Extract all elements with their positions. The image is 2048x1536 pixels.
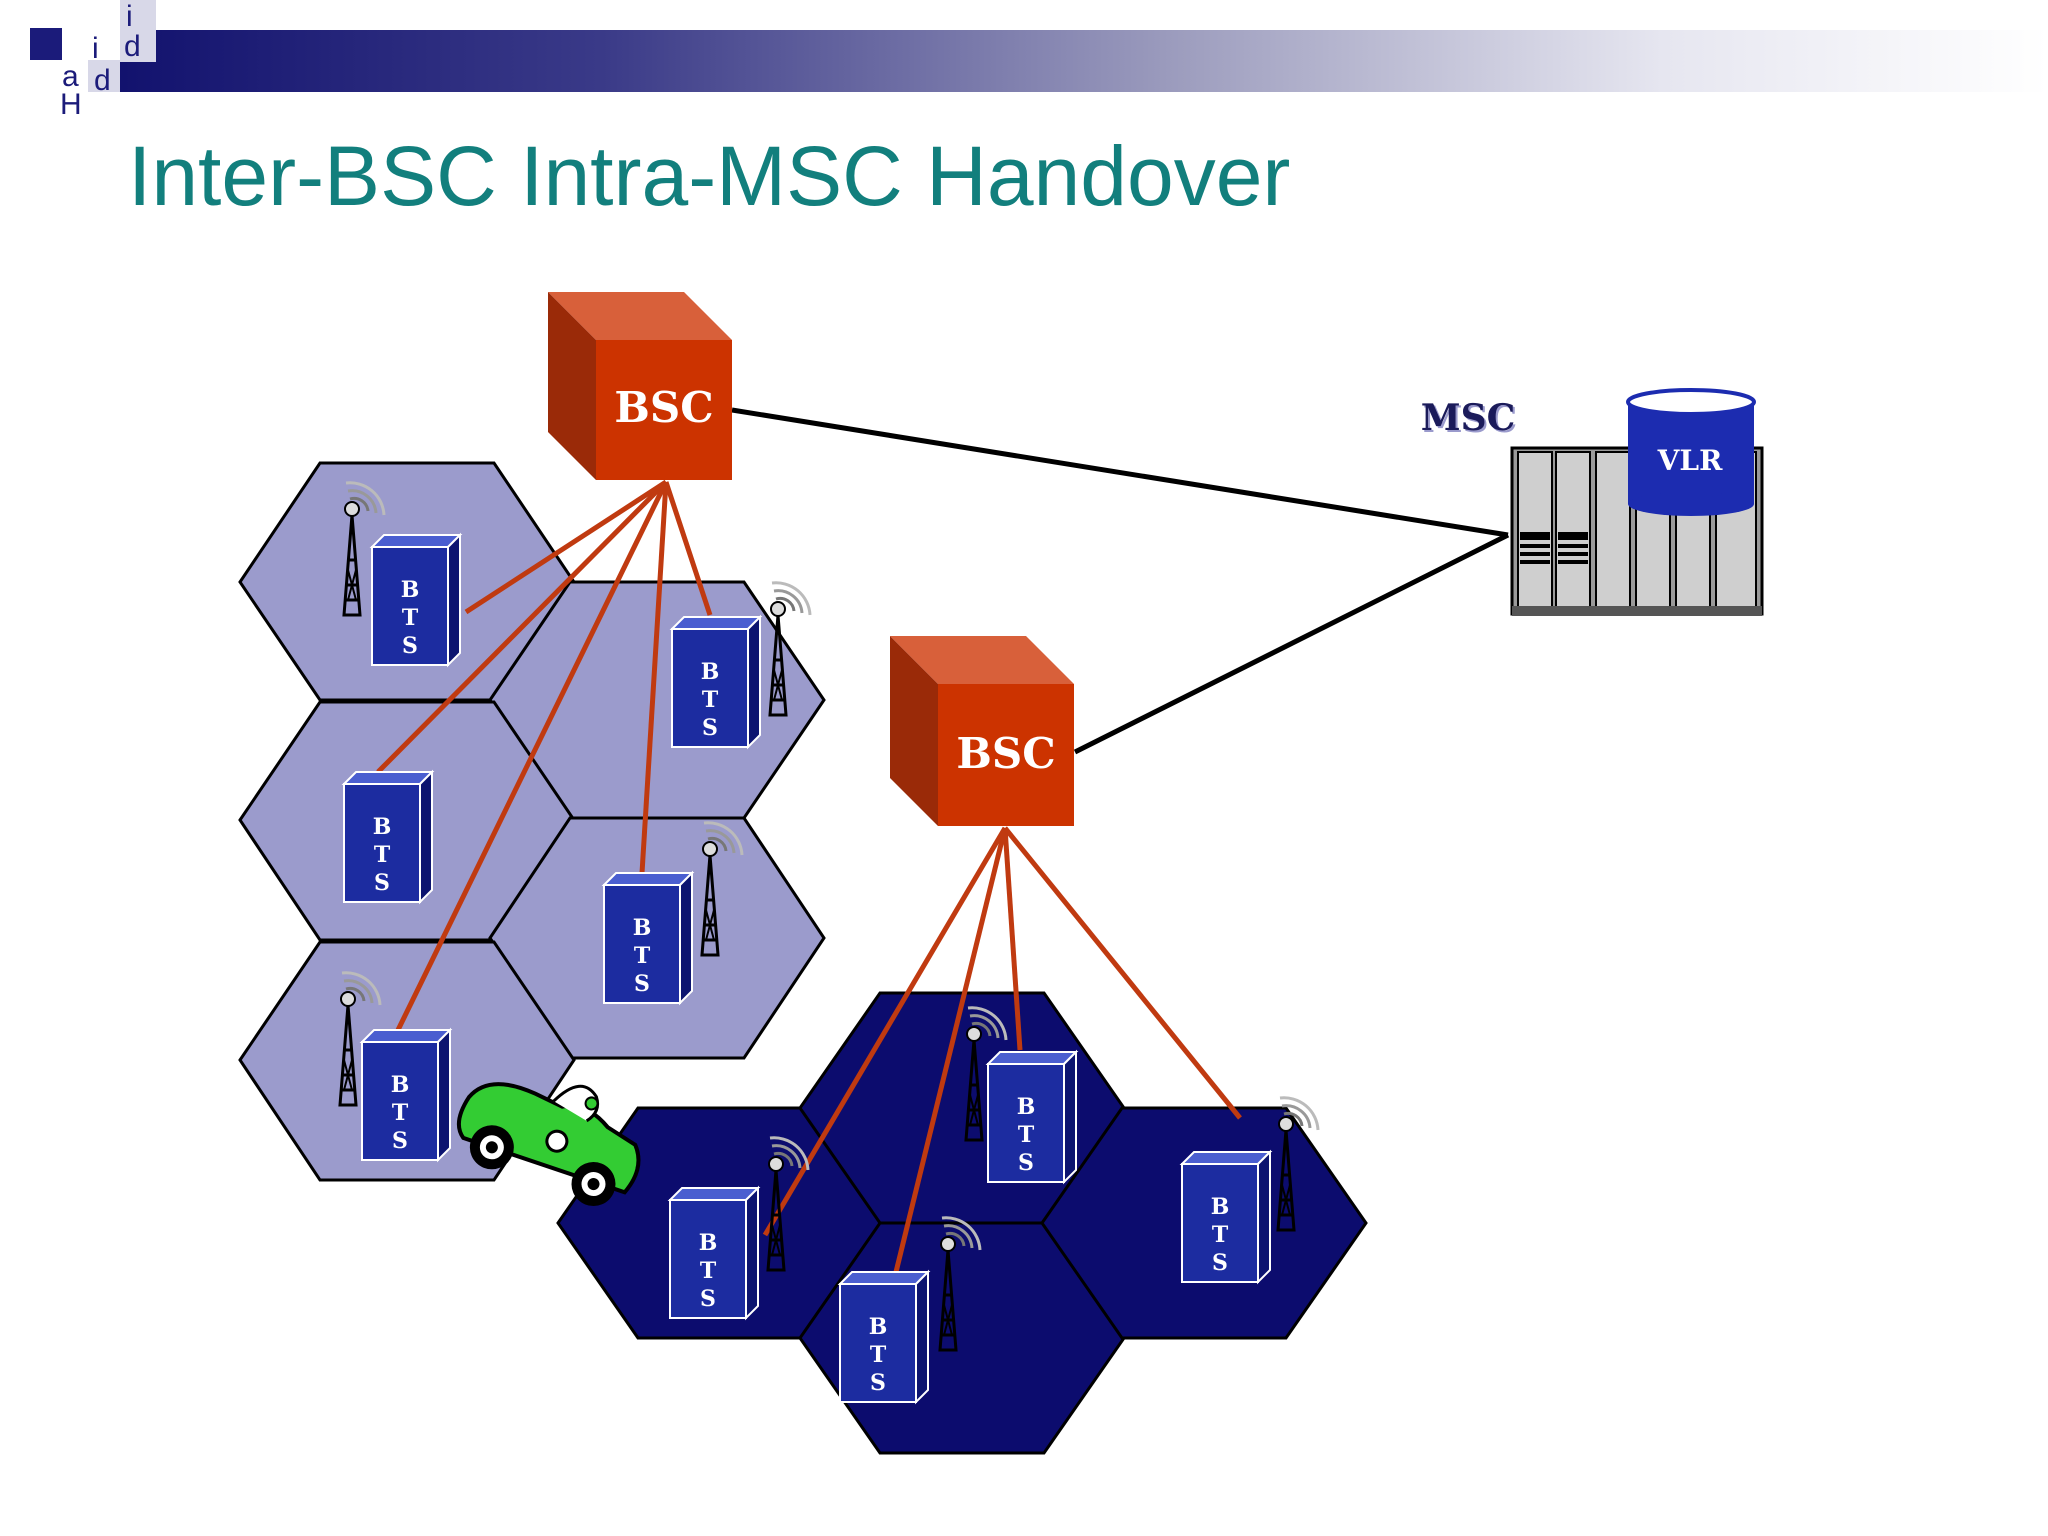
svg-text:B: B (401, 577, 420, 603)
logo-letter: i (126, 0, 133, 33)
bts-unit: B T S (839, 1271, 929, 1403)
car-icon (456, 1082, 641, 1207)
svg-text:T: T (1018, 1122, 1035, 1148)
vlr-label: VLR (1657, 444, 1723, 477)
svg-text:S: S (1018, 1150, 1034, 1176)
svg-text:B: B (1211, 1194, 1230, 1220)
slide-title: Inter-BSC Intra-MSC Handover (128, 129, 1291, 223)
msc-label: MSC (1421, 397, 1516, 439)
svg-text:B: B (699, 1230, 718, 1256)
logo-letter: d (124, 30, 141, 63)
svg-text:S: S (374, 870, 390, 896)
svg-text:S: S (402, 633, 418, 659)
logo-letter: a (62, 60, 79, 93)
bts-unit: B T S (361, 1029, 451, 1161)
svg-text:S: S (392, 1128, 408, 1154)
link-bsc2-msc (1073, 532, 1510, 755)
svg-text:MSC: MSC (1423, 399, 1518, 441)
bsc-2: BSC (890, 636, 1074, 826)
logo-letter: i (92, 32, 99, 65)
bts-unit: B T S (987, 1051, 1077, 1183)
svg-text:B: B (391, 1072, 410, 1098)
svg-text:S: S (634, 971, 650, 997)
logo-letter: H (60, 88, 82, 121)
bsc-1: BSC (548, 292, 732, 480)
bsc-2-label: BSC (956, 729, 1055, 778)
svg-text:T: T (634, 943, 651, 969)
svg-text:T: T (702, 687, 719, 713)
logo-letter: d (94, 64, 111, 97)
svg-text:T: T (392, 1100, 409, 1126)
bsc-1-label: BSC (614, 383, 713, 432)
bsc1-bts-links (376, 479, 713, 1032)
svg-text:B: B (701, 659, 720, 685)
svg-text:S: S (702, 715, 718, 741)
bts-unit: B T S (343, 771, 433, 903)
bts-unit: B T S (603, 872, 693, 1004)
svg-text:T: T (700, 1258, 717, 1284)
bts-unit: B T S (671, 616, 761, 748)
bts-unit: B T S (669, 1187, 759, 1319)
bts-unit: B T S (1181, 1151, 1271, 1283)
svg-text:B: B (633, 915, 652, 941)
svg-text:S: S (870, 1370, 886, 1396)
svg-text:S: S (1212, 1250, 1228, 1276)
svg-text:T: T (374, 842, 391, 868)
bts-unit: B T S (371, 534, 461, 666)
msc-server: MSC MSC VLR (1421, 388, 1764, 616)
svg-text:B: B (373, 814, 392, 840)
svg-text:S: S (700, 1286, 716, 1312)
link-bsc1-msc (731, 407, 1509, 538)
bsc2-bts-links (762, 826, 1242, 1273)
header-gradient-bar (120, 30, 2048, 92)
svg-text:T: T (870, 1342, 887, 1368)
svg-text:T: T (1212, 1222, 1229, 1248)
svg-text:B: B (1017, 1094, 1036, 1120)
svg-text:B: B (869, 1314, 888, 1340)
svg-text:T: T (402, 605, 419, 631)
vlr-database: VLR (1626, 388, 1756, 516)
